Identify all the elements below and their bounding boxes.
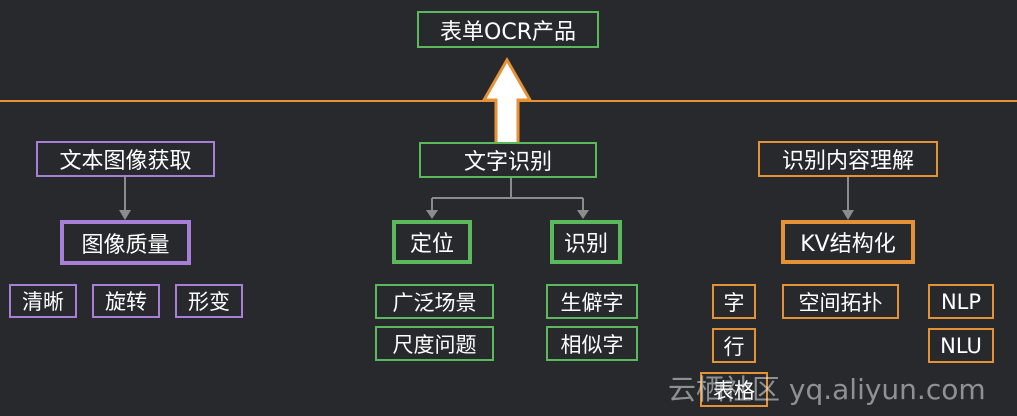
text-branch-right-box: 识别 <box>550 220 622 264</box>
image-item-box: 清晰 <box>9 284 77 318</box>
text-branch-left-box: 定位 <box>392 220 472 264</box>
connector-content-head <box>842 210 854 220</box>
content-main-box: KV结构化 <box>781 220 915 264</box>
watermark: 云栖社区 yq.aliyun.com <box>668 373 986 406</box>
image-header-box: 文本图像获取 <box>36 141 215 177</box>
text-header-box: 文字识别 <box>419 142 597 178</box>
image-main-box: 图像质量 <box>60 220 191 265</box>
content-spatial-box: 空间拓扑 <box>782 284 899 319</box>
content-nlp-label: NLP <box>940 289 982 314</box>
content-item-box: 行 <box>712 328 756 363</box>
content-nlp-box: NLU <box>928 328 994 363</box>
text-right-item-box: 相似字 <box>546 326 638 361</box>
text-branch-right: 识别 <box>563 232 608 257</box>
content-nlp-label: NLU <box>940 333 982 358</box>
text-left-item-label: 广泛场景 <box>392 290 477 315</box>
content-item-label: 行 <box>723 334 745 359</box>
content-nlp-box: NLP <box>928 284 994 319</box>
text-header: 文字识别 <box>463 150 552 175</box>
image-item-box: 形变 <box>175 284 243 318</box>
up-arrow <box>481 56 533 150</box>
content-item-label: 表格 <box>713 378 755 403</box>
product-title-box: 表单OCR产品 <box>417 11 599 48</box>
content-item-box: 表格 <box>700 372 768 407</box>
text-left-item-box: 广泛场景 <box>375 284 494 319</box>
product-title: 表单OCR产品 <box>440 19 576 45</box>
connector-text-left-head <box>426 210 438 219</box>
content-item-label: 字 <box>723 290 745 315</box>
image-item-label: 形变 <box>188 290 230 314</box>
image-item-box: 旋转 <box>92 284 160 318</box>
connector-image-head <box>119 210 131 220</box>
image-header: 文本图像获取 <box>59 149 192 174</box>
text-right-item-label: 相似字 <box>560 332 624 357</box>
text-right-item-box: 生僻字 <box>546 284 638 319</box>
text-left-item-box: 尺度问题 <box>375 326 494 361</box>
connector-text-right-head <box>577 210 589 219</box>
image-main: 图像质量 <box>81 232 170 258</box>
content-main: KV结构化 <box>800 232 896 257</box>
content-header-box: 识别内容理解 <box>758 141 938 177</box>
text-right-item-label: 生僻字 <box>560 290 624 315</box>
image-item-label: 旋转 <box>105 290 147 314</box>
content-header: 识别内容理解 <box>781 149 914 174</box>
text-branch-left: 定位 <box>409 232 454 257</box>
content-spatial: 空间拓扑 <box>798 290 883 315</box>
content-item-box: 字 <box>712 284 756 319</box>
image-item-label: 清晰 <box>22 290 64 314</box>
text-left-item-label: 尺度问题 <box>392 332 477 357</box>
